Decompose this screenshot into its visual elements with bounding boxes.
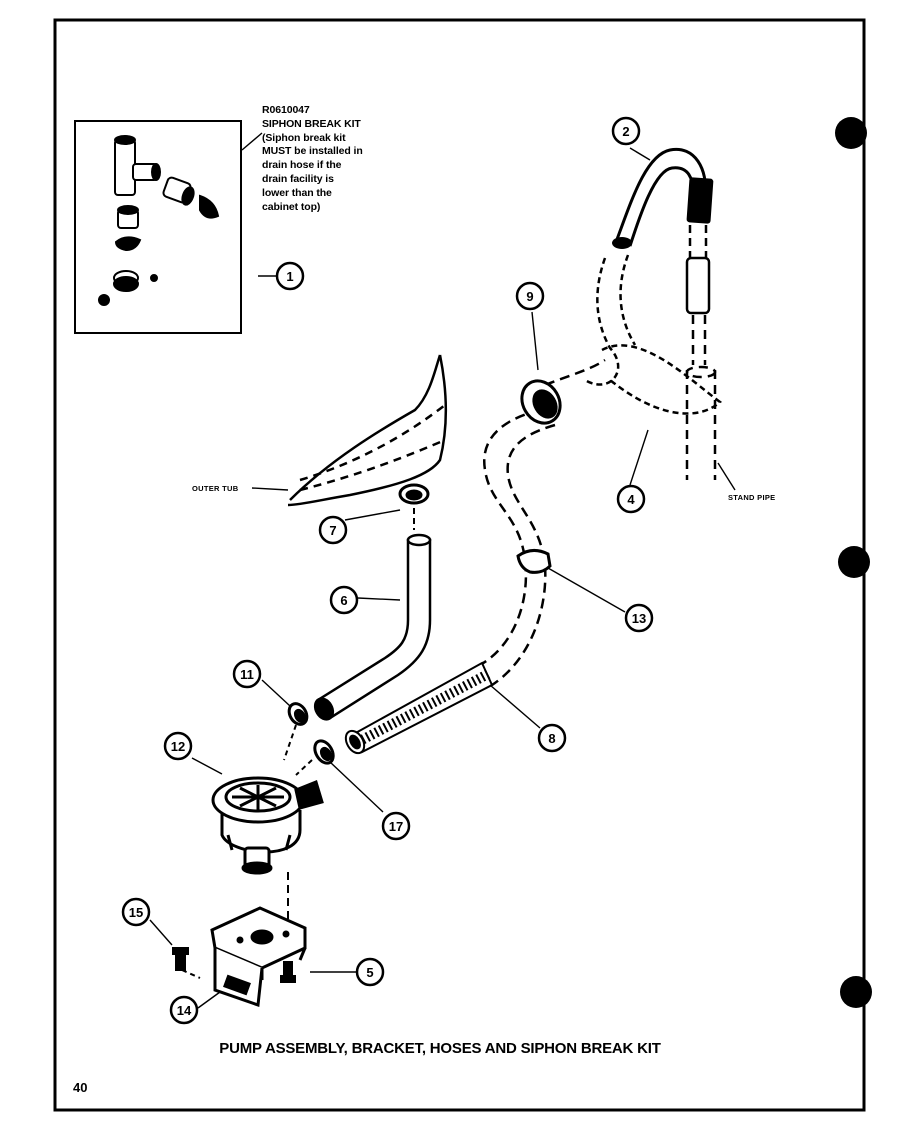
hose-extension — [685, 225, 711, 315]
hose-clamp-13 — [516, 549, 552, 574]
kit-part-number: R0610047 — [262, 104, 310, 116]
binder-hole-top — [835, 117, 867, 149]
callout-2: 2 — [611, 116, 641, 146]
svg-text:8: 8 — [548, 731, 555, 746]
svg-text:17: 17 — [389, 819, 403, 834]
kit-note-line: lower than the — [262, 186, 332, 199]
callout-8: 8 — [537, 723, 567, 753]
corrugated-hose — [344, 661, 494, 755]
svg-text:11: 11 — [240, 667, 254, 682]
siphon-kit-box — [74, 120, 242, 334]
outer-tub — [287, 354, 447, 507]
callout-15: 15 — [121, 897, 151, 927]
binder-hole-middle — [838, 546, 870, 578]
callout-17: 17 — [381, 811, 411, 841]
svg-text:2: 2 — [622, 124, 629, 139]
callout-6: 6 — [329, 585, 359, 615]
siphon-kit-description: R0610047 SIPHON BREAK KIT (Siphon break … — [262, 104, 412, 214]
screw-5 — [280, 961, 296, 983]
svg-text:13: 13 — [632, 611, 646, 626]
callout-1: 1 — [275, 261, 305, 291]
diagram-caption: PUMP ASSEMBLY, BRACKET, HOSES AND SIPHON… — [219, 1040, 661, 1057]
callout-5: 5 — [355, 957, 385, 987]
svg-text:15: 15 — [129, 905, 143, 920]
drain-hose-8 — [479, 358, 606, 687]
callout-12: 12 — [163, 731, 193, 761]
svg-text:9: 9 — [526, 289, 533, 304]
stand-pipe — [685, 315, 717, 480]
callout-13: 13 — [624, 603, 654, 633]
callout-14: 14 — [169, 995, 199, 1025]
callout-7: 7 — [318, 515, 348, 545]
drain-hose-hook — [612, 147, 714, 249]
hose-strap — [584, 254, 722, 415]
callout-11: 11 — [232, 659, 262, 689]
svg-text:7: 7 — [329, 523, 336, 538]
page-number: 40 — [73, 1080, 88, 1095]
hose-clamp-9 — [520, 379, 562, 425]
pump-assembly — [211, 776, 324, 875]
kit-title: SIPHON BREAK KIT — [262, 117, 361, 130]
outer-tub-label: OUTER TUB — [192, 484, 239, 493]
hose-clamp-11 — [287, 702, 309, 726]
svg-text:5: 5 — [366, 965, 373, 980]
callout-4: 4 — [616, 484, 646, 514]
pump-bracket — [210, 906, 307, 1008]
kit-note-line: drain facility is — [262, 172, 334, 185]
stand-pipe-label: STAND PIPE — [728, 493, 776, 502]
hose-6 — [313, 533, 432, 721]
grommet-7 — [398, 483, 430, 505]
screw-15 — [172, 947, 189, 971]
hose-clamp-17 — [313, 739, 335, 765]
svg-text:6: 6 — [340, 593, 347, 608]
kit-note-line: MUST be installed in — [262, 145, 363, 158]
kit-note-line: drain hose if the — [262, 159, 342, 172]
svg-text:12: 12 — [171, 739, 185, 754]
svg-text:14: 14 — [177, 1003, 192, 1018]
siphon-kit-parts — [98, 135, 220, 306]
kit-note-line: cabinet top) — [262, 200, 321, 213]
binder-hole-bottom — [840, 976, 872, 1008]
callout-9: 9 — [515, 281, 545, 311]
callout-group: 1 2 4 5 6 7 8 9 11 12 13 14 15 17 — [121, 116, 654, 1025]
svg-text:4: 4 — [627, 492, 635, 507]
kit-note-line: (Siphon break kit — [262, 131, 346, 144]
svg-text:1: 1 — [286, 269, 293, 284]
